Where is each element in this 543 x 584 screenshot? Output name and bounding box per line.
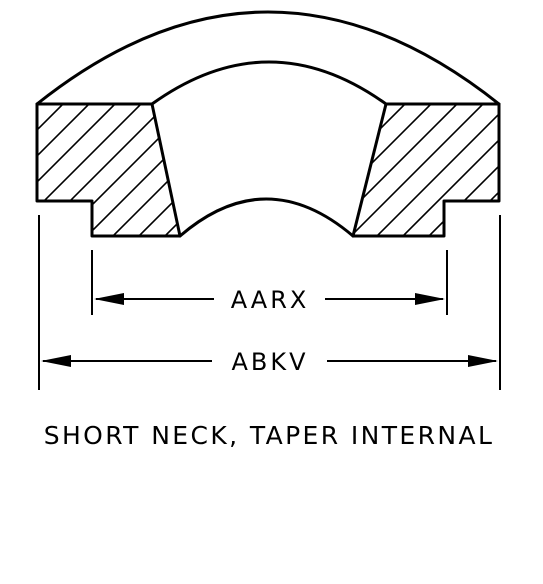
dimension-inner: AARX [94,286,445,314]
hatch-line [217,104,349,236]
hatch-line [353,104,354,236]
hatch-line [376,104,499,236]
hatch-line [428,104,499,236]
hatch-line [138,104,180,236]
right-section-outline [351,102,501,238]
hatch-line [37,104,168,236]
outer-dome-edge [35,10,501,106]
dimension-label-inner: AARX [231,286,310,314]
hatch-line [295,104,427,236]
hatch-line [86,104,180,236]
hatch-line [60,104,180,236]
hatch-line [353,104,432,236]
hatch-line [164,104,180,236]
dimension-outer: ABKV [41,348,498,376]
dimension-label-outer: ABKV [231,348,308,376]
hatch-line [112,104,180,236]
hatch-line [243,104,375,236]
diagram-caption: SHORT NECK, TAPER INTERNAL [44,421,495,450]
hatch-line [507,104,543,236]
hatch-line [402,104,499,236]
hatch-line [353,104,458,236]
hatch-line [191,104,323,236]
hatch-line [353,104,484,236]
hatch-line [533,104,543,236]
hatch-line [37,104,38,236]
bore-bottom-curve [178,197,355,238]
bore-top-curve [150,60,388,106]
hatch-line [37,104,64,236]
hatch-line [37,104,116,236]
left-section-outline [35,102,182,238]
hatch-line [353,104,406,236]
hatch-line [37,104,90,236]
left-hatch [37,104,427,236]
hatch-line [37,104,142,236]
